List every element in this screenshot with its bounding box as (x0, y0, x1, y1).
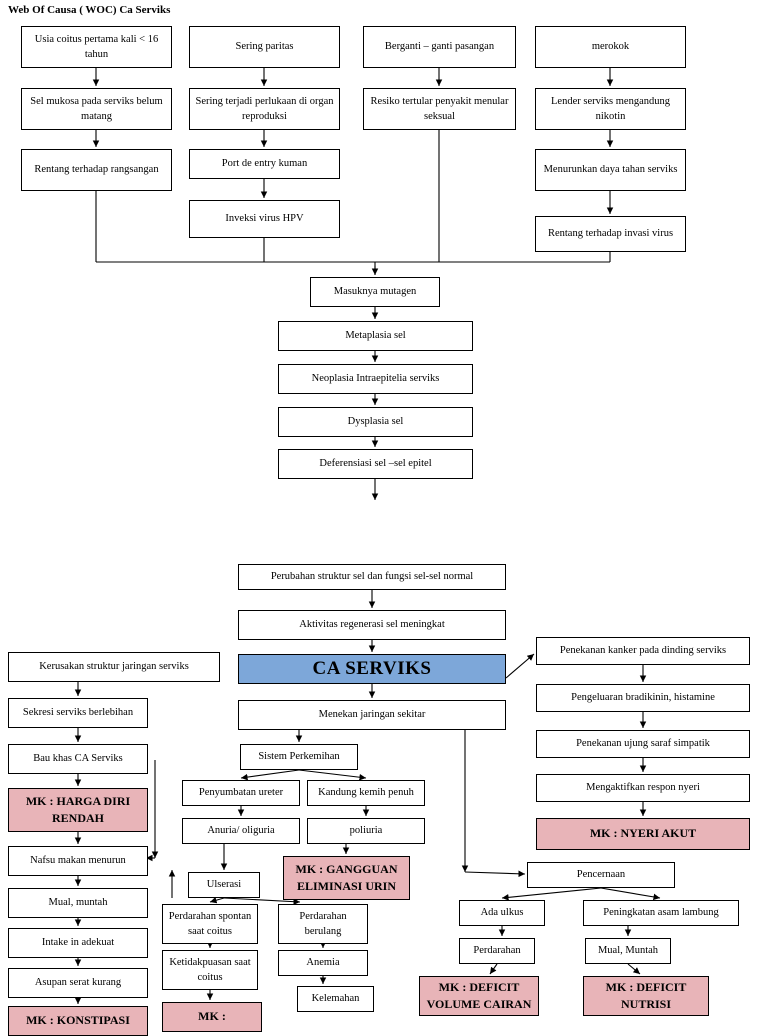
node-n12: Inveksi virus HPV (189, 200, 340, 238)
node-n40: Perdarahan berulang (278, 904, 368, 944)
node-n33: Penyumbatan ureter (182, 780, 300, 806)
node-n27: Nafsu makan menurun (8, 846, 148, 876)
node-n30: Asupan serat kurang (8, 968, 148, 998)
node-n25: Bau khas CA Serviks (8, 744, 148, 774)
node-n29: Intake in adekuat (8, 928, 148, 958)
node-n10: Port de entry kuman (189, 149, 340, 179)
page-title: Web Of Causa ( WOC) Ca Serviks (8, 4, 171, 16)
node-n37: MK : GANGGUAN ELIMINASI URIN (283, 856, 410, 900)
node-n18: Deferensiasi sel –sel epitel (278, 449, 473, 479)
node-n22: Menekan jaringan sekitar (238, 700, 506, 730)
node-n4: merokok (535, 26, 686, 68)
node-n16: Neoplasia Intraepitelia serviks (278, 364, 473, 394)
node-n6: Sering terjadi perlukaan di organ reprod… (189, 88, 340, 130)
node-n51: Ada ulkus (459, 900, 545, 926)
node-n50: Pencernaan (527, 862, 675, 888)
node-n39: Perdarahan spontan saat coitus (162, 904, 258, 944)
node-n36: poliuria (307, 818, 425, 844)
node-n55: MK : DEFICIT VOLUME CAIRAN (419, 976, 539, 1016)
node-n2: Sering paritas (189, 26, 340, 68)
node-n44: MK : (162, 1002, 262, 1032)
node-n21: CA SERVIKS (238, 654, 506, 684)
node-n14: Masuknya mutagen (310, 277, 440, 307)
node-n53: Perdarahan (459, 938, 535, 964)
node-n35: Anuria/ oliguria (182, 818, 300, 844)
node-n7: Resiko tertular penyakit menular seksual (363, 88, 516, 130)
node-n9: Rentang terhadap rangsangan (21, 149, 172, 191)
node-n28: Mual, muntah (8, 888, 148, 918)
node-n48: Mengaktifkan respon nyeri (536, 774, 750, 802)
node-n15: Metaplasia sel (278, 321, 473, 351)
node-n24: Sekresi serviks berlebihan (8, 698, 148, 728)
node-n31: MK : KONSTIPASI (8, 1006, 148, 1036)
node-n38: Ulserasi (188, 872, 260, 898)
node-n8: Lender serviks mengandung nikotin (535, 88, 686, 130)
node-n56: MK : DEFICIT NUTRISI (583, 976, 709, 1016)
node-n26: MK : HARGA DIRI RENDAH (8, 788, 148, 832)
node-n17: Dysplasia sel (278, 407, 473, 437)
node-n11: Menurunkan daya tahan serviks (535, 149, 686, 191)
node-n41: Ketidakpuasan saat coitus (162, 950, 258, 990)
node-n5: Sel mukosa pada serviks belum matang (21, 88, 172, 130)
node-n34: Kandung kemih penuh (307, 780, 425, 806)
node-n19: Perubahan struktur sel dan fungsi sel-se… (238, 564, 506, 590)
node-n1: Usia coitus pertama kali < 16 tahun (21, 26, 172, 68)
node-n42: Anemia (278, 950, 368, 976)
node-n3: Berganti – ganti pasangan (363, 26, 516, 68)
node-n45: Penekanan kanker pada dinding serviks (536, 637, 750, 665)
node-n46: Pengeluaran bradikinin, histamine (536, 684, 750, 712)
node-n49: MK : NYERI AKUT (536, 818, 750, 850)
node-n43: Kelemahan (297, 986, 374, 1012)
node-n20: Aktivitas regenerasi sel meningkat (238, 610, 506, 640)
node-n52: Peningkatan asam lambung (583, 900, 739, 926)
node-n23: Kerusakan struktur jaringan serviks (8, 652, 220, 682)
node-n54: Mual, Muntah (585, 938, 671, 964)
node-n13: Rentang terhadap invasi virus (535, 216, 686, 252)
node-n47: Penekanan ujung saraf simpatik (536, 730, 750, 758)
node-n32: Sistem Perkemihan (240, 744, 358, 770)
